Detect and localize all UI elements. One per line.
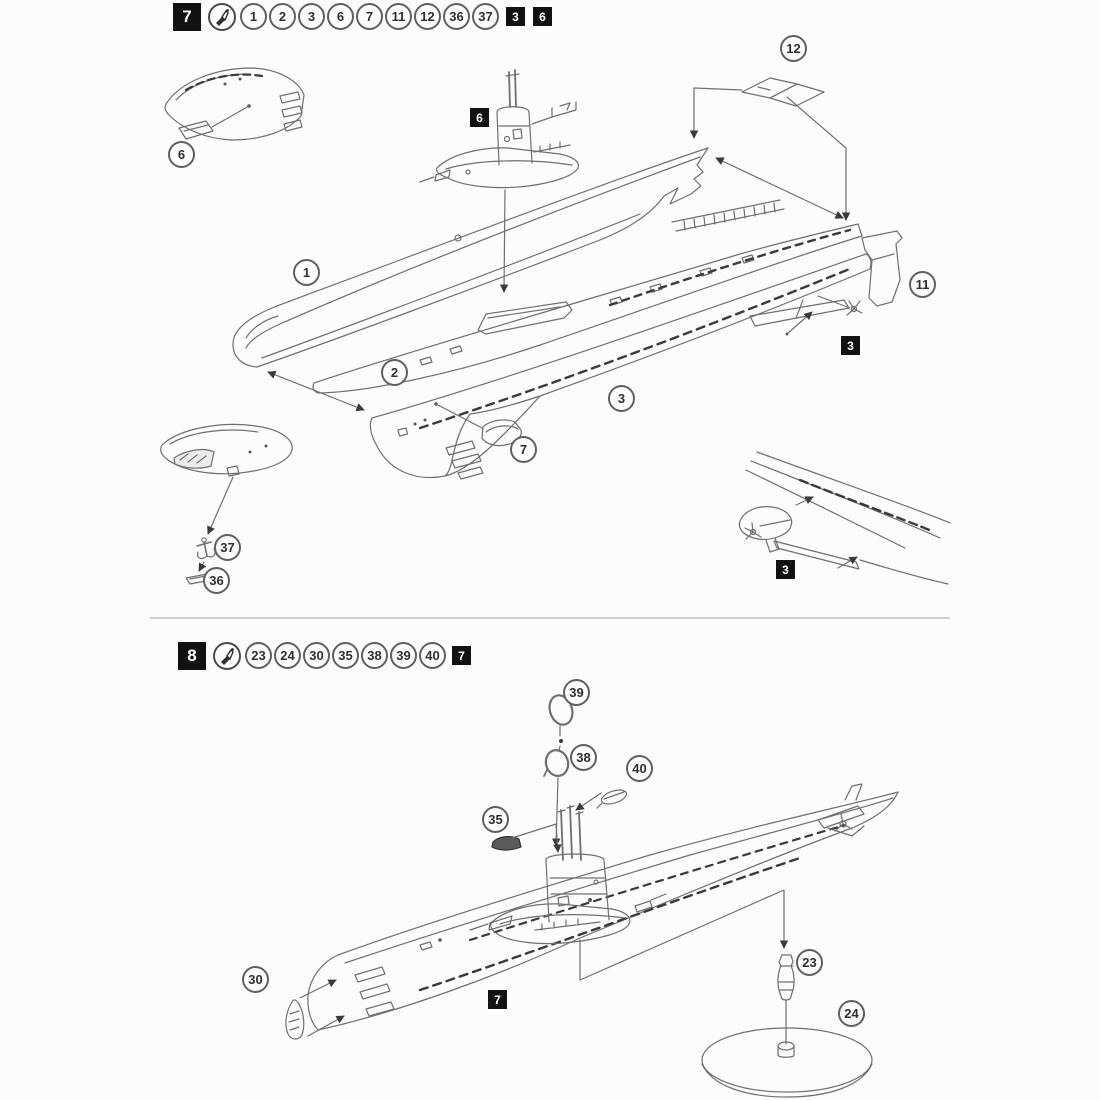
header-part-circle: 35	[332, 642, 359, 669]
part-label-circle: 12	[780, 35, 807, 62]
stern-detail-view	[738, 451, 951, 585]
subassembly-label-square: 3	[776, 560, 795, 579]
conning-tower-assembly	[419, 69, 579, 293]
fitting-part35	[491, 823, 562, 853]
header-subassembly-square: 3	[506, 7, 525, 26]
subassembly-label-square: 3	[841, 336, 860, 355]
header-part-circle: 24	[274, 642, 301, 669]
header-part-circle: 6	[327, 3, 354, 30]
section-divider	[150, 617, 950, 619]
header-part-circle: 12	[414, 3, 441, 30]
subassembly-label-square: 7	[488, 990, 507, 1009]
part-label-circle: 3	[608, 385, 635, 412]
glue-icon	[213, 642, 241, 670]
header-part-circle: 2	[269, 3, 296, 30]
deck-part2	[312, 199, 863, 394]
display-stand	[579, 889, 873, 1098]
upper-hull-part1	[232, 147, 709, 412]
header-part-circle: 39	[390, 642, 417, 669]
glue-icon-glyph	[221, 648, 234, 665]
submarine-assembly	[307, 783, 899, 1031]
deck-insert-part12	[689, 77, 851, 221]
part-label-circle: 40	[626, 755, 653, 782]
header-subassembly-square: 6	[533, 7, 552, 26]
bow-section-detail-top-left	[164, 67, 305, 141]
header-part-circle: 36	[443, 3, 470, 30]
glue-icon	[208, 3, 236, 31]
part-label-circle: 6	[168, 141, 195, 168]
part-label-circle: 23	[796, 949, 823, 976]
step8-diagram	[285, 694, 899, 1098]
part-label-circle: 39	[563, 679, 590, 706]
bow-cap-part30	[285, 979, 345, 1040]
header-part-circle: 40	[419, 642, 446, 669]
part-label-circle: 36	[203, 567, 230, 594]
header-part-circle: 7	[356, 3, 383, 30]
part-label-circle: 35	[482, 806, 509, 833]
step7-diagram	[160, 67, 951, 585]
bow-anchor-detail	[160, 423, 293, 585]
part-label-circle: 38	[570, 744, 597, 771]
part-label-circle: 1	[293, 259, 320, 286]
header-part-circle: 3	[298, 3, 325, 30]
part-label-circle: 7	[510, 436, 537, 463]
header-part-circle: 1	[240, 3, 267, 30]
ring-parts-39-38	[543, 694, 574, 847]
part-label-circle: 2	[381, 359, 408, 386]
header-part-circle: 38	[361, 642, 388, 669]
stern-plane-assembly	[749, 295, 863, 336]
step7-badge: 7	[173, 3, 201, 31]
part-label-circle: 24	[838, 1000, 865, 1027]
glue-icon-glyph	[216, 9, 229, 26]
subassembly-label-square: 6	[470, 108, 489, 127]
header-part-circle: 11	[385, 3, 412, 30]
step8-badge: 8	[178, 642, 206, 670]
header-part-circle: 30	[303, 642, 330, 669]
header-part-circle: 37	[472, 3, 499, 30]
antenna-part40	[575, 789, 628, 811]
lower-hull-part3	[369, 253, 872, 480]
part-label-circle: 30	[242, 966, 269, 993]
header-subassembly-square: 7	[452, 646, 471, 665]
rudder-part11	[861, 230, 903, 307]
header-part-circle: 23	[245, 642, 272, 669]
part-label-circle: 11	[909, 271, 936, 298]
part-label-circle: 37	[214, 534, 241, 561]
